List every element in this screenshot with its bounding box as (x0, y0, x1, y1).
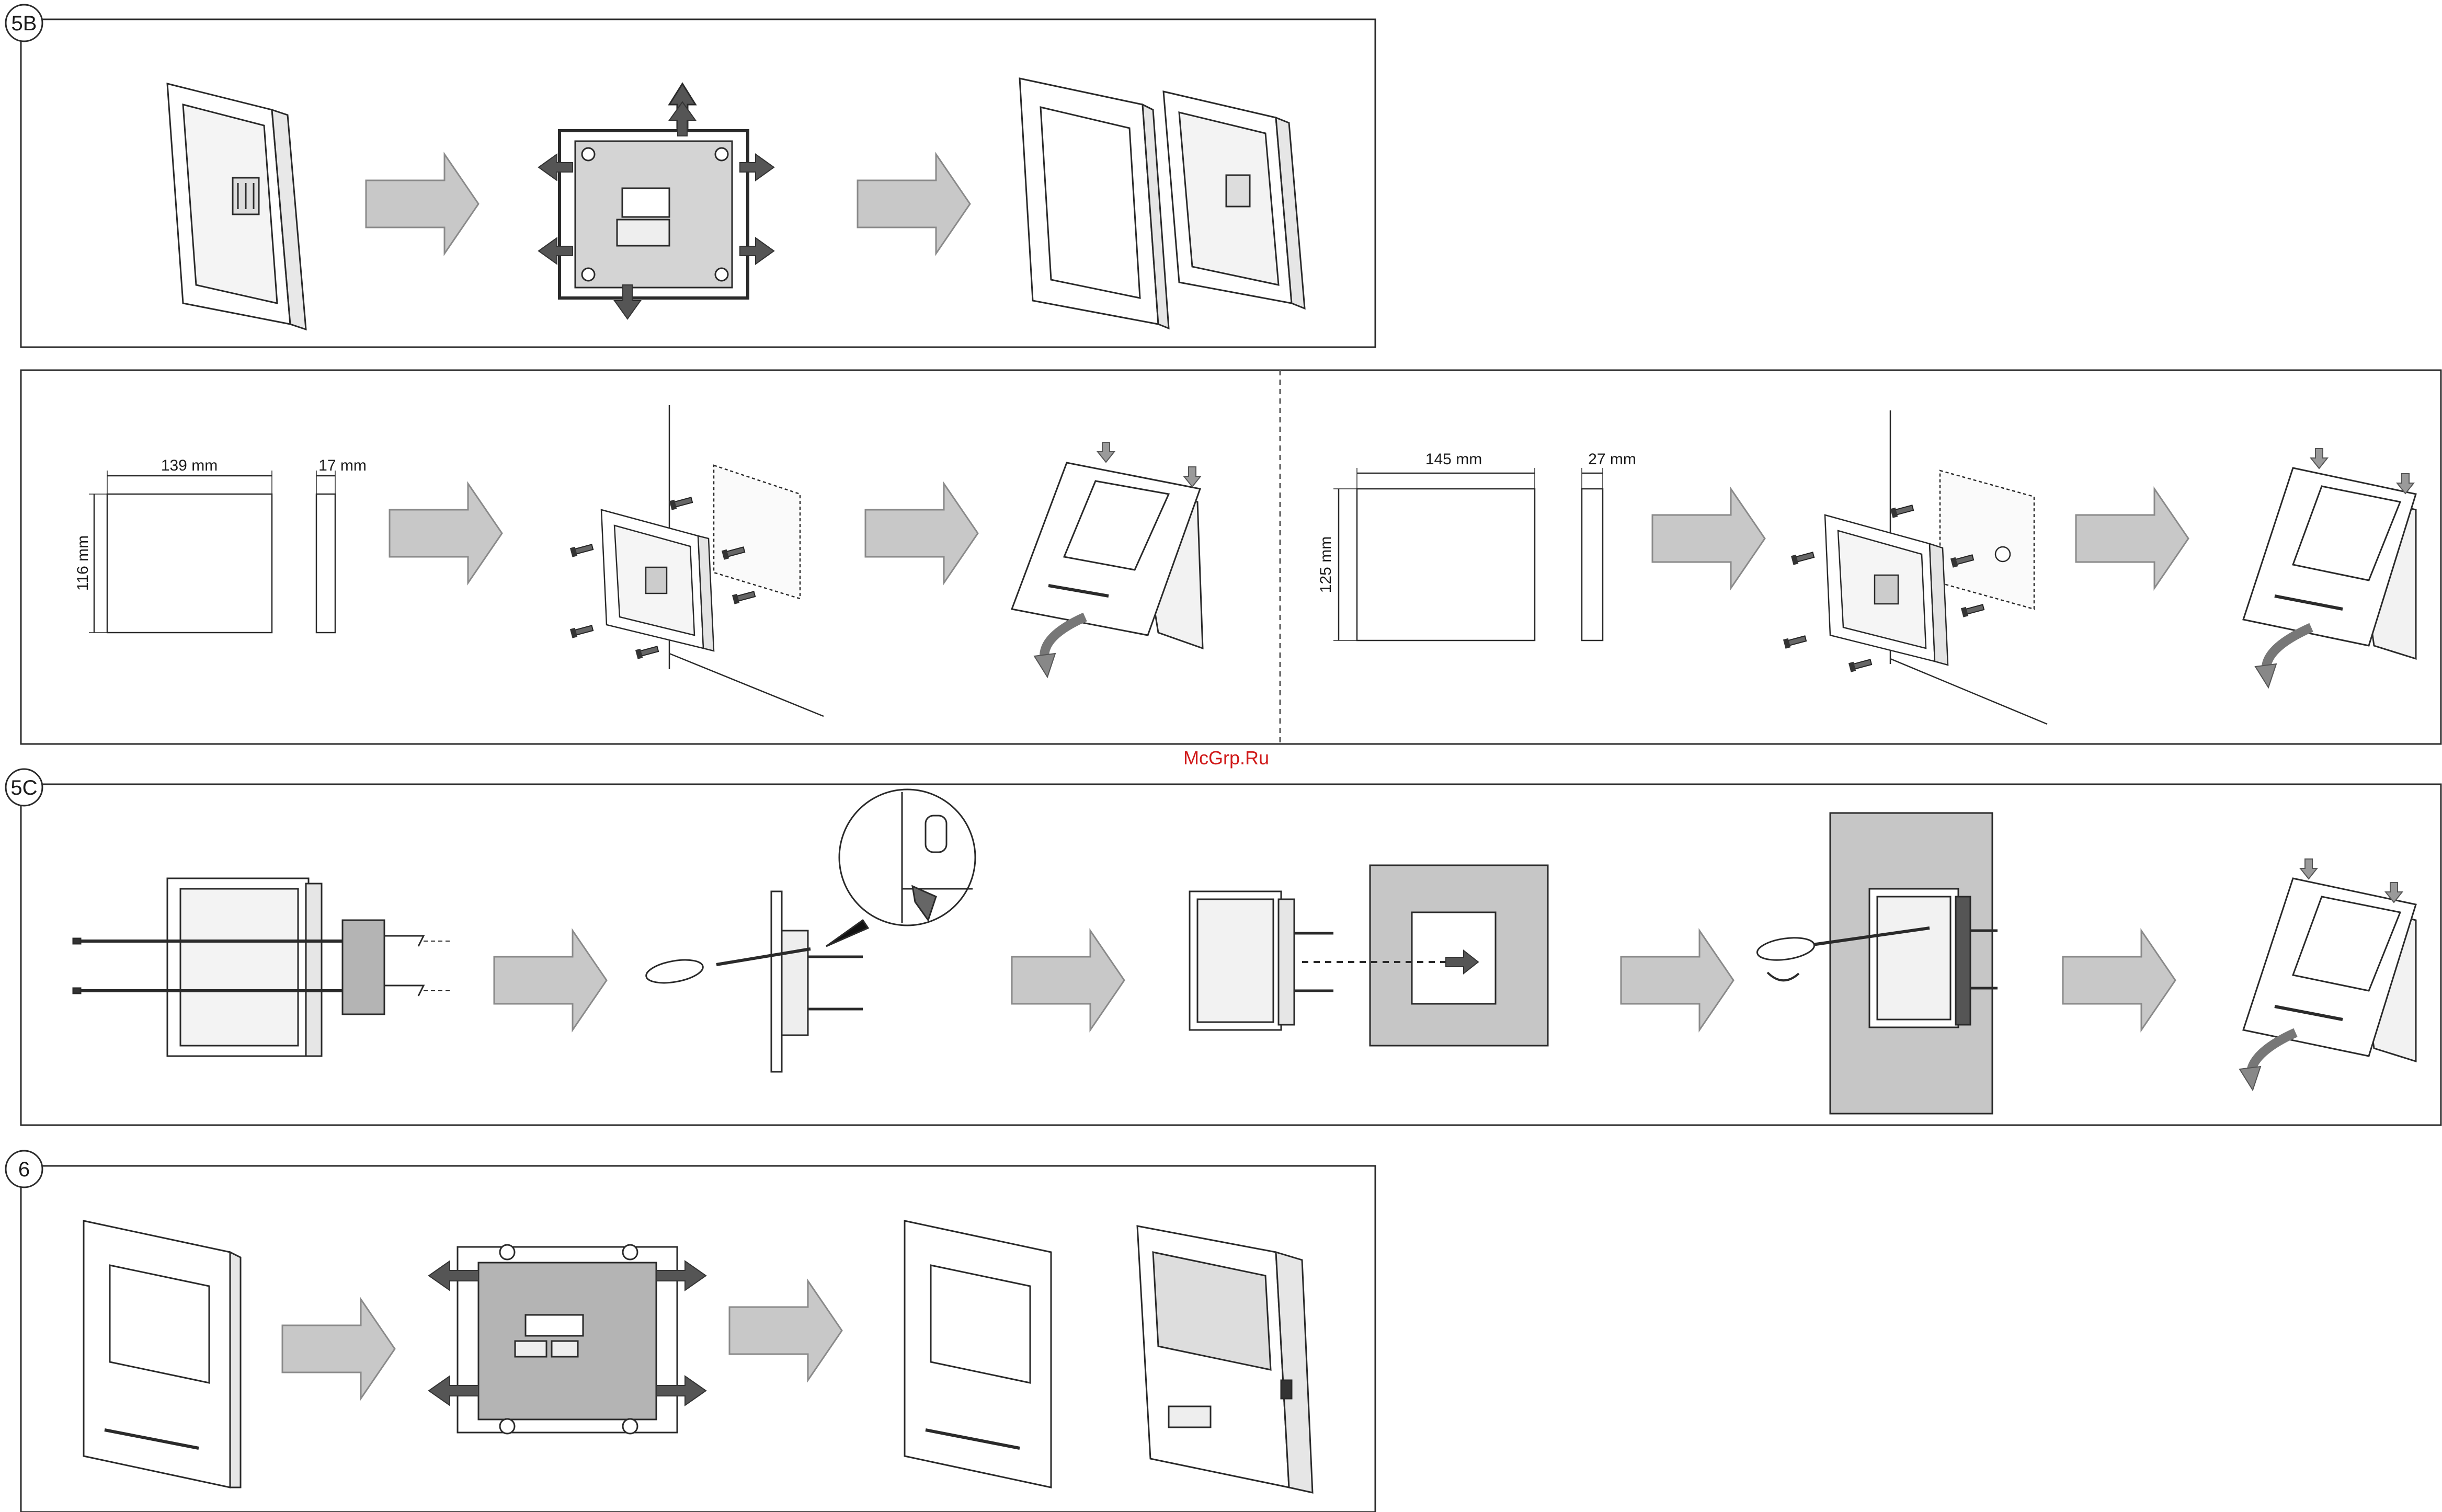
flush-box-assembly (73, 878, 450, 1056)
section-5c-label: 5C (10, 776, 37, 799)
section-6: 6 (6, 1151, 1375, 1512)
monitor-install-left (1012, 463, 1203, 648)
depth-label-right: 27 mm (1588, 451, 1636, 468)
step-arrow (729, 1281, 842, 1380)
monitor-back (458, 1245, 677, 1434)
backbox-perspective (167, 84, 306, 329)
height-label-right: 125 mm (1317, 536, 1334, 593)
dimension-drawing-right (1333, 468, 1603, 640)
step-arrow (858, 154, 970, 254)
press-arrow (2300, 859, 2317, 879)
rotate-arrow-head (2240, 1067, 2261, 1090)
step-arrow (2076, 489, 2188, 588)
height-label-left: 116 mm (74, 535, 92, 591)
box-insertion (1190, 865, 1548, 1046)
watermark: McGrp.Ru (1183, 747, 1269, 769)
width-label-left: 139 mm (161, 457, 218, 474)
rotate-arrow-head (1034, 654, 1055, 677)
press-arrow (2311, 449, 2327, 468)
step-arrow (1652, 489, 1765, 588)
step-arrow (1012, 931, 1124, 1030)
wall-fixing (1756, 813, 1998, 1114)
frame-separated (1020, 78, 1169, 328)
wall-mount-right (1825, 410, 2047, 724)
step-arrow (865, 484, 978, 583)
screwdriver-detail (644, 789, 975, 1072)
monitor-front (84, 1221, 241, 1487)
backbox-front (560, 84, 748, 298)
section-5b: 5B (6, 5, 1375, 347)
step-arrow (390, 484, 502, 583)
section-5c: 5C (6, 769, 2441, 1125)
wall-mount-left (601, 405, 824, 716)
backbox-separated (1163, 91, 1305, 308)
monitor-module-separated (1137, 1226, 1313, 1493)
depth-label-left: 17 mm (318, 457, 367, 474)
front-cover-separated (905, 1221, 1051, 1487)
section-6-label: 6 (18, 1158, 30, 1181)
monitor-install-right (2243, 468, 2416, 659)
step-arrow (366, 154, 478, 254)
rotate-arrow-head (2255, 664, 2276, 688)
dimension-drawing-left (89, 471, 335, 633)
width-label-right: 145 mm (1425, 451, 1482, 468)
step-arrow (282, 1299, 395, 1399)
press-arrow (1184, 467, 1201, 487)
step-arrow (494, 931, 607, 1030)
step-arrow (2063, 931, 2175, 1030)
step-arrow (1621, 931, 1733, 1030)
section-5b-label: 5B (12, 12, 37, 35)
surface-mount-panel: 139 mm 17 mm 116 mm (21, 370, 2441, 744)
press-arrow (1098, 442, 1114, 462)
monitor-install-5c (2243, 878, 2416, 1061)
